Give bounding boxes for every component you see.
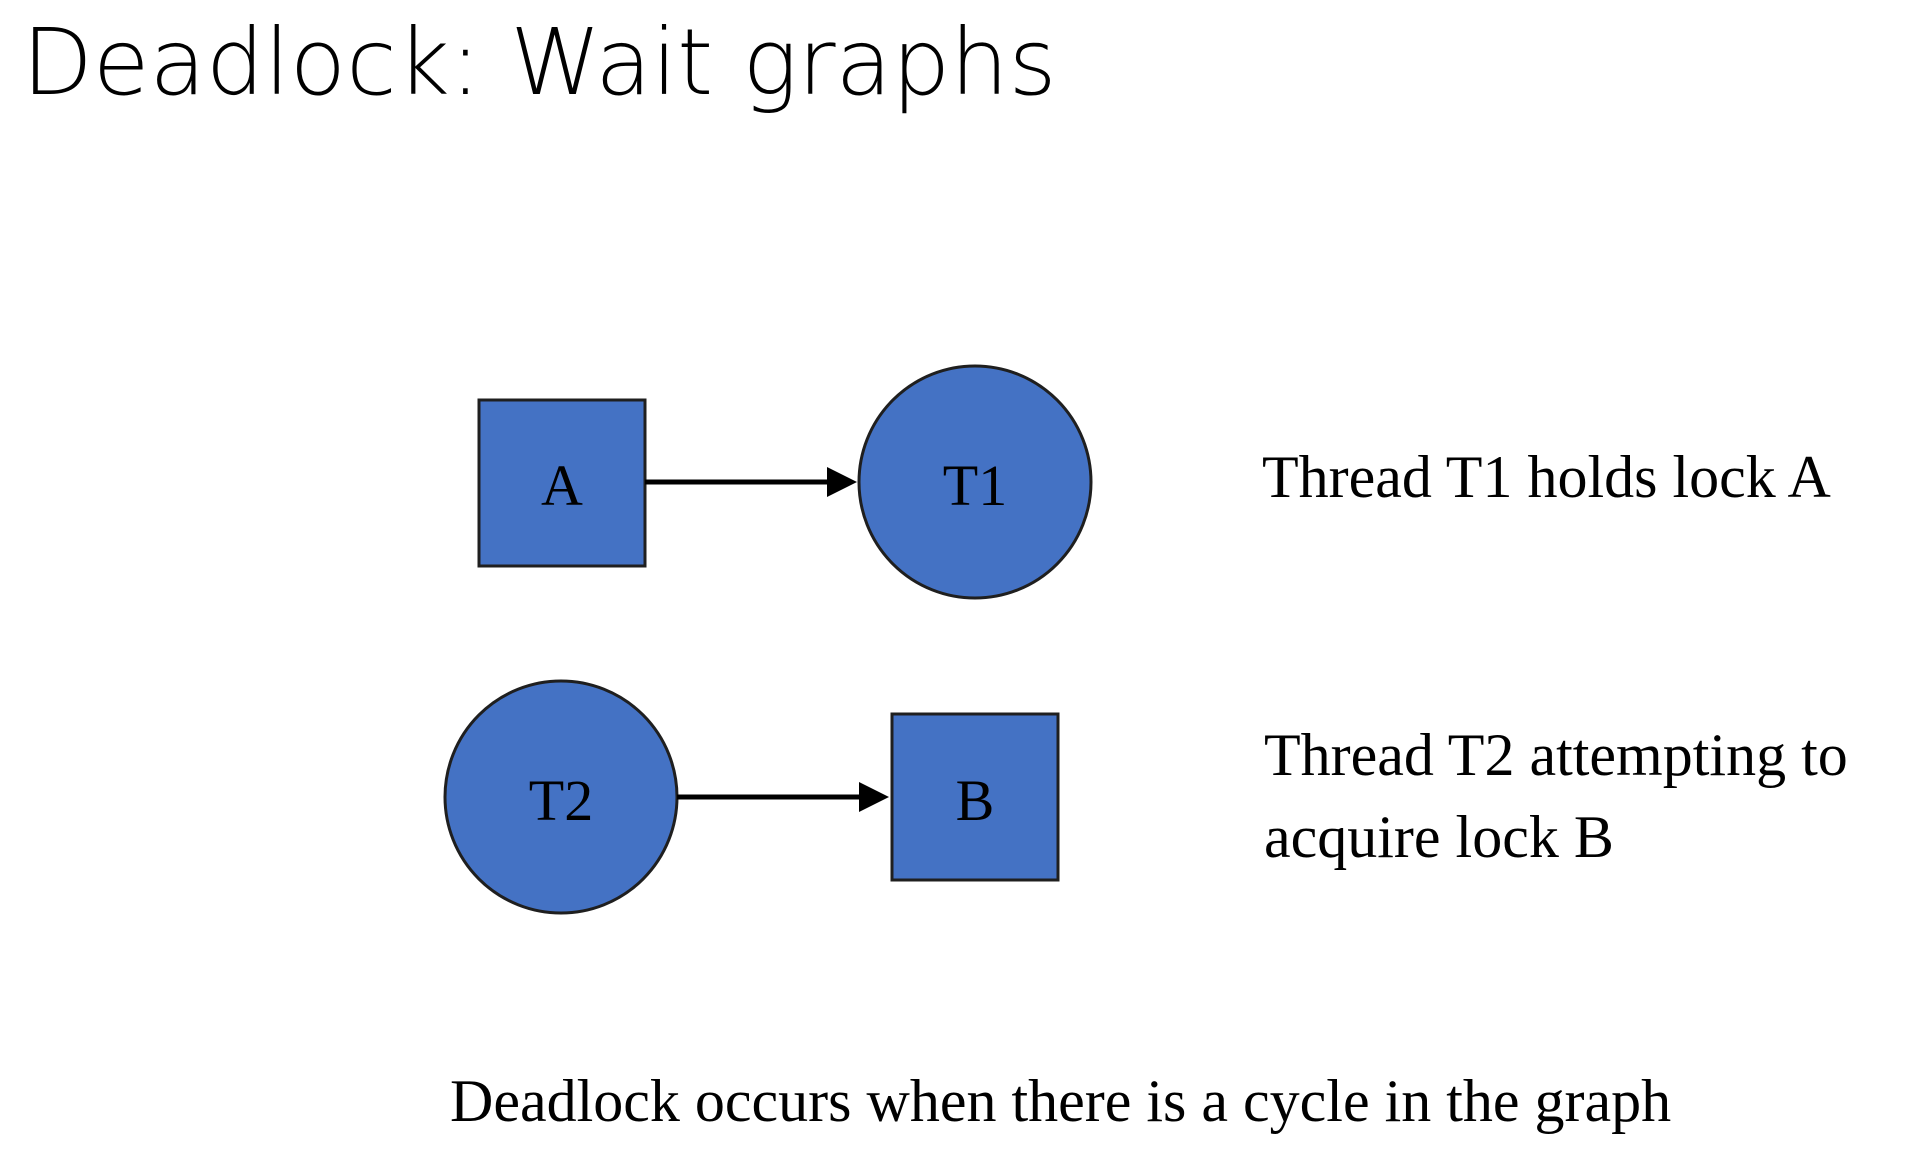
lock-node-a-label: A: [541, 453, 583, 518]
lock-node-b: [890, 712, 1060, 882]
attempting-lock-description: Thread T2 attempting to acquire lock B: [1264, 722, 1848, 870]
slide-title: Deadlock: Wait graphs: [22, 9, 1057, 116]
thread-node-t1: [857, 364, 1093, 600]
lock-node-a: [477, 398, 647, 568]
lock-node-b-label: B: [956, 768, 995, 833]
graph-attempting-lock: T2 B: [443, 679, 1060, 915]
thread-node-t2-label: T2: [529, 768, 593, 833]
thread-node-t1-label: T1: [943, 453, 1007, 518]
graph-holds-lock: A T1: [477, 364, 1093, 600]
holds-lock-description: Thread T1 holds lock A: [1262, 444, 1831, 510]
deadlock-cycle-note: Deadlock occurs when there is a cycle in…: [450, 1068, 1672, 1134]
